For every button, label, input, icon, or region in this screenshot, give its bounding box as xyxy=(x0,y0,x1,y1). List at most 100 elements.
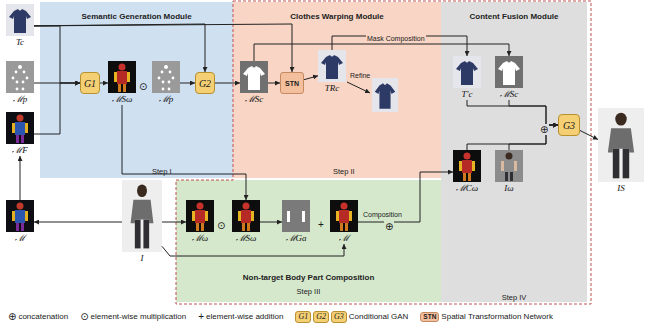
drawing-part xyxy=(453,150,481,182)
drawing-part xyxy=(122,180,162,252)
connector xyxy=(100,83,108,84)
operator-symbol: ⊙ xyxy=(138,81,148,92)
text-holder: Clothes Warping Module xyxy=(233,5,441,23)
connector xyxy=(332,36,467,56)
edge-label: Mask Composition xyxy=(366,35,426,42)
connector xyxy=(34,26,80,83)
image-label: ℳ xyxy=(339,233,349,244)
text-holder: Content Fusion Module xyxy=(441,5,587,23)
label-holder: ⊙ xyxy=(216,215,226,233)
connector xyxy=(122,105,246,200)
drawing-part xyxy=(453,56,481,88)
connector xyxy=(304,76,318,80)
drawing-part xyxy=(495,150,523,182)
gan-label: G2 xyxy=(199,78,211,89)
operator-symbol: ⊕ xyxy=(539,124,549,135)
text-holder: Non-target Body Part Composition xyxy=(176,266,441,284)
drawing-part xyxy=(232,200,260,232)
image-label: ℳSc xyxy=(500,89,519,100)
text-holder: Semantic Generation Module xyxy=(40,5,233,23)
image-label: TRc xyxy=(325,83,340,94)
image-label: ℳSc xyxy=(245,94,264,105)
legend-text: element-wise multiplication xyxy=(91,313,187,321)
image-node: ℳSω xyxy=(108,61,136,105)
step-label: Step I xyxy=(152,167,172,176)
edge-label-holder: Mask Composition xyxy=(366,27,426,45)
drawing-part xyxy=(598,108,644,182)
image-node: ℳF xyxy=(6,112,34,156)
connector xyxy=(162,222,186,223)
image-label: ℳSω xyxy=(236,233,257,244)
image-label: ℳ xyxy=(15,233,25,244)
legend-text: Spatial Transformation Network xyxy=(441,313,553,321)
gan-box: G2 xyxy=(195,72,215,94)
module-panel: Semantic Generation ModuleStep I G1ℳSω ℳp G… xyxy=(40,2,233,178)
image-node: ℳGa xyxy=(282,200,310,244)
drawing-part xyxy=(495,56,523,88)
image-node: ℳ xyxy=(330,200,358,244)
drawing-part xyxy=(186,200,214,232)
text-holder: Step I xyxy=(152,160,172,178)
legend-text: Conditional GAN xyxy=(349,313,409,321)
image-label: Iω xyxy=(504,183,513,194)
image-label: ℳp xyxy=(13,94,28,105)
connector xyxy=(467,100,558,125)
drawing-part xyxy=(282,200,310,232)
legend-sample: G1 xyxy=(295,311,311,323)
panel-ground xyxy=(233,2,441,178)
panel-ground xyxy=(441,2,587,302)
connector xyxy=(358,172,453,222)
image-label: ℳSω xyxy=(112,94,133,105)
drawing-part xyxy=(108,61,136,93)
legend-sample: G2 xyxy=(313,311,329,323)
image-node: T'c xyxy=(453,56,481,100)
stn-box: STN xyxy=(280,72,304,94)
connector xyxy=(509,100,558,125)
image-node: ℳp xyxy=(152,61,180,105)
module-title: Semantic Generation Module xyxy=(81,12,191,21)
image-node: ℳω xyxy=(186,200,214,244)
drawing-part xyxy=(330,200,358,232)
step-label: Step II xyxy=(333,167,355,176)
module-title: Content Fusion Module xyxy=(470,12,559,21)
operator-symbol: ⊕ xyxy=(384,221,394,232)
panel-ground xyxy=(40,2,233,178)
legend: ⊕concatenation ⊙element-wise multiplicati… xyxy=(8,311,561,323)
label-holder: ⊕ xyxy=(539,119,549,137)
legend-item: +element-wise addition xyxy=(198,312,283,322)
legend-text: concatenation xyxy=(18,313,68,321)
annotation-label: Composition xyxy=(362,211,403,218)
drawing-part xyxy=(372,78,398,112)
connector xyxy=(260,222,282,223)
image-node: ℳ xyxy=(6,200,34,244)
connector xyxy=(268,83,280,84)
image-label: ℳGa xyxy=(286,233,307,244)
legend-item: ⊙element-wise multiplication xyxy=(80,312,186,322)
annotation-label: Refine xyxy=(349,72,371,79)
operator-symbol: + xyxy=(317,219,325,230)
module-panel: Clothes Warping ModuleStep II ℳSc STN TRc xyxy=(233,2,441,178)
image-node: ℳSc xyxy=(240,61,268,105)
text-holder: Step III xyxy=(176,280,441,298)
legend-text: element-wise addition xyxy=(206,313,283,321)
dashed-outline xyxy=(176,1,591,304)
gan-label: G3 xyxy=(563,120,575,131)
image-label: ℳω xyxy=(192,233,208,244)
drawing-part xyxy=(6,200,34,232)
image-label: ℳp xyxy=(159,94,174,105)
connector xyxy=(580,131,598,140)
connector xyxy=(20,156,21,200)
gan-box: G3 xyxy=(558,114,580,136)
legend-sample: ⊙ xyxy=(80,312,88,322)
legend-sample: + xyxy=(198,312,204,322)
gan-box: G1 xyxy=(80,72,100,94)
module-title: Non-target Body Part Composition xyxy=(243,273,375,282)
image-label: IS xyxy=(617,183,625,194)
drawing-part xyxy=(6,61,34,93)
refine-arrow xyxy=(347,82,370,93)
legend-item: ⊕concatenation xyxy=(8,312,68,322)
image-label: T'c xyxy=(462,89,473,100)
label-holder: ⊙ xyxy=(138,76,148,94)
connector xyxy=(509,125,558,150)
